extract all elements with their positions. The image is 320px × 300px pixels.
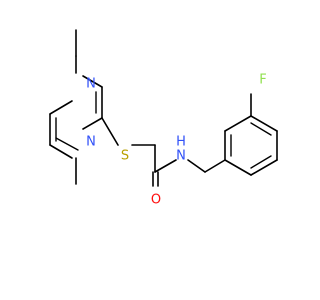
bond-c5-c4 xyxy=(49,100,73,115)
bond-ar-dbl-3 xyxy=(250,155,272,169)
bond-nh-ch2 xyxy=(187,159,206,173)
atom-sulfur: S xyxy=(121,149,129,164)
pyrimidine-ring xyxy=(49,75,103,159)
atom-fluorine: F xyxy=(259,73,266,88)
bond-ar-3 xyxy=(250,115,278,132)
fluorophenyl-ring xyxy=(224,93,278,176)
atom-n-ring-bottom: N xyxy=(86,135,96,150)
atom-labels: N N S O N H F xyxy=(86,73,267,208)
molecule-structure: N N S O N H F xyxy=(49,29,278,208)
atom-oxygen: O xyxy=(151,193,161,208)
bond-ch2-ring xyxy=(204,159,226,173)
atom-amide-n: N xyxy=(176,149,186,164)
bond-ar-2 xyxy=(224,115,252,132)
bond-carbonyl-nh xyxy=(154,159,177,173)
bond-ar-5 xyxy=(250,159,278,176)
atom-amide-h: H xyxy=(176,135,186,150)
bond-ar-6 xyxy=(224,159,252,176)
bond-double-c4-n1 xyxy=(55,137,79,151)
bond-c2-n1 xyxy=(82,117,103,130)
bond-c4-n3 xyxy=(82,75,103,88)
bond-c2-s xyxy=(101,117,119,146)
chain xyxy=(101,117,226,187)
bond-ar-dbl-2 xyxy=(250,122,272,136)
atom-n-ring-top: N xyxy=(86,77,96,92)
bond-n1-c6 xyxy=(49,144,73,159)
